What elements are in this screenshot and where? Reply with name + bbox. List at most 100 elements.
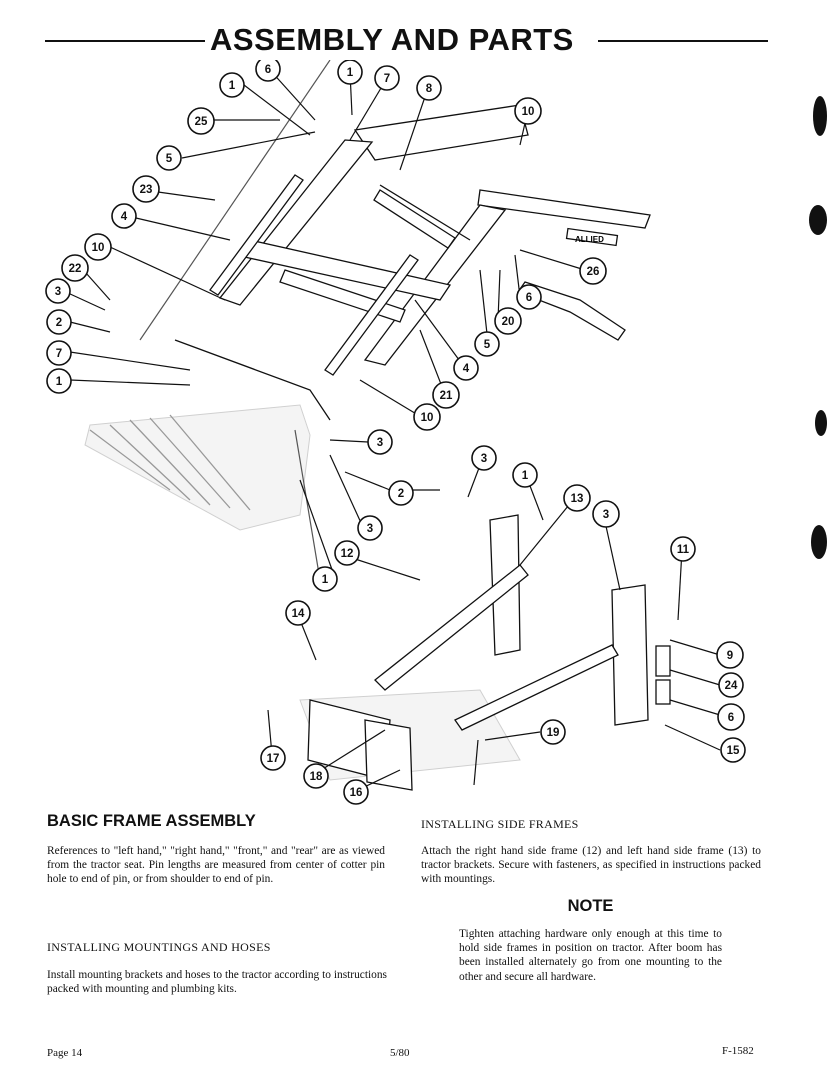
boom-assembly: ALLIED bbox=[139, 60, 651, 581]
svg-text:10: 10 bbox=[92, 242, 105, 254]
binding-mark bbox=[811, 525, 827, 559]
svg-text:26: 26 bbox=[587, 266, 600, 278]
header-rule-left bbox=[45, 40, 205, 42]
svg-text:6: 6 bbox=[728, 712, 734, 724]
svg-text:7: 7 bbox=[384, 73, 390, 85]
svg-text:6: 6 bbox=[526, 292, 532, 304]
svg-text:1: 1 bbox=[229, 80, 236, 92]
subheading-mountings: INSTALLING MOUNTINGS AND HOSES bbox=[47, 940, 271, 954]
svg-text:15: 15 bbox=[727, 745, 740, 757]
callout: 2 bbox=[46, 309, 72, 335]
form-number: F-1582 bbox=[722, 1045, 754, 1057]
svg-text:10: 10 bbox=[522, 106, 535, 118]
svg-text:12: 12 bbox=[341, 548, 354, 560]
callout: 17 bbox=[260, 745, 286, 771]
callout: 3 bbox=[592, 500, 620, 528]
svg-text:5: 5 bbox=[166, 153, 173, 165]
side-frames-paragraph: Attach the right hand side frame (12) an… bbox=[421, 845, 761, 886]
callout: 3 bbox=[357, 515, 383, 541]
svg-text:6: 6 bbox=[265, 64, 271, 76]
callout: 8 bbox=[416, 75, 442, 101]
note-paragraph: Tighten attaching hardware only enough a… bbox=[459, 928, 722, 983]
subheading-side-frames: INSTALLING SIDE FRAMES bbox=[421, 817, 579, 831]
callout: 14 bbox=[285, 600, 311, 626]
svg-text:20: 20 bbox=[502, 316, 515, 328]
callout: 9 bbox=[716, 641, 744, 669]
revision-date: 5/80 bbox=[390, 1047, 410, 1059]
callout: 13 bbox=[563, 484, 591, 512]
svg-text:18: 18 bbox=[310, 771, 323, 783]
callout: 10 bbox=[84, 233, 112, 261]
svg-text:17: 17 bbox=[267, 753, 280, 765]
svg-text:21: 21 bbox=[440, 390, 453, 402]
mountings-paragraph: Install mounting brackets and hoses to t… bbox=[47, 969, 387, 996]
callout: 10 bbox=[514, 97, 542, 125]
svg-text:4: 4 bbox=[121, 211, 128, 223]
note-heading: NOTE bbox=[567, 897, 614, 915]
svg-text:25: 25 bbox=[195, 116, 208, 128]
callout: 3 bbox=[45, 278, 71, 304]
svg-text:3: 3 bbox=[367, 523, 373, 535]
svg-text:11: 11 bbox=[677, 544, 690, 556]
callout: 1 bbox=[219, 72, 245, 98]
svg-text:1: 1 bbox=[522, 470, 529, 482]
callout: 1 bbox=[512, 462, 538, 488]
decal-label: ALLIED bbox=[575, 235, 604, 244]
binding-mark bbox=[813, 96, 827, 136]
svg-text:9: 9 bbox=[727, 650, 733, 662]
side-frames bbox=[307, 514, 671, 791]
callout: 16 bbox=[343, 779, 369, 805]
svg-text:10: 10 bbox=[421, 412, 434, 424]
callout: 6 bbox=[516, 284, 542, 310]
callout: 1 bbox=[337, 60, 363, 85]
page-number: Page 14 bbox=[47, 1047, 83, 1059]
callout: 22 bbox=[61, 254, 89, 282]
callout: 24 bbox=[718, 672, 744, 698]
svg-text:3: 3 bbox=[377, 437, 383, 449]
svg-text:1: 1 bbox=[56, 376, 63, 388]
callout: 5 bbox=[156, 145, 182, 171]
callout-bubbles: 1 6 1 7 8 10 25 5 23 4 10 22 3 2 7 1 26 … bbox=[45, 60, 746, 805]
callout: 6 bbox=[717, 703, 745, 731]
leader-lines bbox=[67, 69, 721, 791]
exploded-parts-diagram: ALLIED bbox=[45, 60, 746, 805]
bucket-outline bbox=[84, 404, 311, 531]
callout: 15 bbox=[720, 737, 746, 763]
page-title: ASSEMBLY AND PARTS bbox=[210, 22, 574, 57]
svg-text:14: 14 bbox=[292, 608, 305, 620]
callout: 1 bbox=[46, 368, 72, 394]
svg-text:4: 4 bbox=[463, 363, 470, 375]
callout: 1 bbox=[312, 566, 338, 592]
section-heading: BASIC FRAME ASSEMBLY bbox=[47, 812, 256, 830]
callout: 12 bbox=[334, 540, 360, 566]
svg-text:3: 3 bbox=[481, 453, 487, 465]
callout: 19 bbox=[540, 719, 566, 745]
callout: 4 bbox=[111, 203, 137, 229]
svg-text:1: 1 bbox=[322, 574, 329, 586]
callout: 3 bbox=[367, 429, 393, 455]
callout: 4 bbox=[453, 355, 479, 381]
svg-text:3: 3 bbox=[55, 286, 61, 298]
callout: 20 bbox=[494, 307, 522, 335]
binding-mark bbox=[815, 410, 827, 436]
svg-text:8: 8 bbox=[426, 83, 433, 95]
callout: 2 bbox=[388, 480, 414, 506]
callout: 7 bbox=[374, 65, 400, 91]
svg-text:5: 5 bbox=[484, 339, 491, 351]
svg-text:1: 1 bbox=[347, 67, 354, 79]
callout: 25 bbox=[187, 107, 215, 135]
header-rule-right bbox=[598, 40, 768, 42]
intro-paragraph: References to "left hand," "right hand,"… bbox=[47, 845, 385, 886]
svg-text:19: 19 bbox=[547, 727, 560, 739]
svg-text:13: 13 bbox=[571, 493, 584, 505]
callout: 6 bbox=[255, 60, 281, 82]
callout: 26 bbox=[579, 257, 607, 285]
callout: 7 bbox=[46, 340, 72, 366]
svg-text:3: 3 bbox=[603, 509, 609, 521]
callout: 10 bbox=[413, 403, 441, 431]
callout: 23 bbox=[132, 175, 160, 203]
callout: 18 bbox=[303, 763, 329, 789]
svg-text:22: 22 bbox=[69, 263, 82, 275]
callout: 3 bbox=[471, 445, 497, 471]
svg-text:24: 24 bbox=[725, 680, 738, 692]
